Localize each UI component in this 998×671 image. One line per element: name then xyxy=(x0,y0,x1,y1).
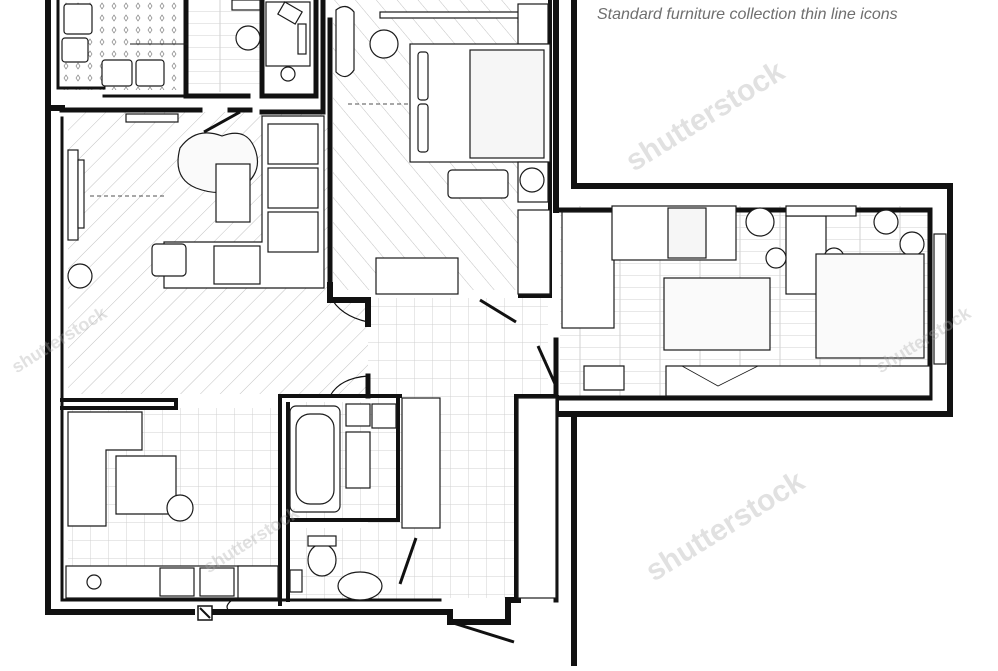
kids-room-wall xyxy=(183,0,319,99)
door-study xyxy=(536,345,558,387)
mat-icon xyxy=(231,0,261,11)
drawer-icon xyxy=(297,23,307,55)
pillow-left-icon xyxy=(417,51,429,101)
toilet-icon xyxy=(307,543,337,577)
study-outer xyxy=(553,395,953,669)
living-right-wall xyxy=(327,282,371,327)
kids-room xyxy=(61,3,188,87)
wardrobe2-icon xyxy=(401,397,441,529)
study-window-icon xyxy=(933,233,947,365)
hall-floor xyxy=(68,302,368,394)
chair-icon xyxy=(235,25,261,51)
shelf-small-icon xyxy=(289,569,303,593)
tv-cabinet-icon xyxy=(67,149,79,241)
toilet-tank-icon xyxy=(307,535,337,547)
sofa-cushion2-icon xyxy=(267,167,319,209)
sofa-cushion1-icon xyxy=(267,123,319,165)
caption: Standard furniture collection thin line … xyxy=(597,6,898,23)
study-chair-left-icon xyxy=(765,247,787,269)
study-ottoman-icon xyxy=(583,365,625,391)
door-bath xyxy=(329,375,369,397)
bedroom-left-wall xyxy=(259,0,333,288)
stove-icon xyxy=(199,567,235,597)
study-plant2-icon xyxy=(899,231,925,257)
kitchen-top-wall xyxy=(60,398,178,410)
kids-armchair-icon xyxy=(101,59,133,87)
study-rug-icon xyxy=(663,277,771,351)
ceiling-lamp-icon xyxy=(125,113,179,123)
sink-icon xyxy=(337,571,383,601)
door-kitchen xyxy=(226,599,233,613)
bedside-lamp2-icon xyxy=(519,167,545,193)
towel-rack-icon xyxy=(371,403,397,429)
stool-icon xyxy=(369,29,399,59)
toilet-room xyxy=(289,535,383,601)
study-view-icon xyxy=(681,365,759,387)
kitchen xyxy=(65,411,279,599)
lamp-icon xyxy=(280,66,296,82)
living-room xyxy=(67,113,325,289)
bed-pillow-icon xyxy=(667,207,707,259)
corridor-right-wall xyxy=(514,394,558,602)
kids-bed-icon xyxy=(63,3,93,35)
shelf-icon xyxy=(785,205,857,217)
kids-chair-icon xyxy=(61,37,89,63)
laptop-icon xyxy=(277,1,303,25)
dining-stool-icon xyxy=(166,494,194,522)
nightstand-icon xyxy=(517,3,549,45)
slippers-rug-icon xyxy=(447,169,509,199)
sofa-cushion4-icon xyxy=(213,245,261,285)
study-lamp-icon xyxy=(873,209,899,235)
bathtub-inner-icon xyxy=(295,413,335,505)
tv-icon xyxy=(77,159,85,229)
shoe-rack-icon xyxy=(375,257,459,295)
wardrobe3-icon xyxy=(517,397,557,599)
study-plant-icon xyxy=(745,207,775,237)
doors xyxy=(203,110,558,644)
plant-icon xyxy=(67,263,93,289)
entry-marker xyxy=(197,605,213,621)
coffee-table-icon xyxy=(215,163,251,223)
bath-walls xyxy=(278,394,402,606)
door-entrance xyxy=(449,620,515,644)
vanity-icon xyxy=(335,5,355,78)
fridge-icon xyxy=(159,567,195,597)
kitchen-sofa-icon xyxy=(67,411,143,527)
master-bedroom xyxy=(335,3,551,295)
study-rug2-icon xyxy=(815,253,925,359)
entry-mark-diag xyxy=(199,607,211,619)
bathroom xyxy=(289,397,557,599)
washing-machine-icon xyxy=(345,403,371,427)
dresser-icon xyxy=(379,11,521,19)
sofa-cushion3-icon xyxy=(267,211,319,253)
door-bedroom xyxy=(329,295,369,323)
closet xyxy=(231,0,311,82)
outer-wall-left xyxy=(45,0,521,625)
wardrobe-icon xyxy=(517,209,551,295)
door-hall-top xyxy=(479,298,517,324)
kids-armchair2-icon xyxy=(135,59,165,87)
armchair-icon xyxy=(151,243,187,277)
study-room xyxy=(561,205,947,397)
door-living xyxy=(203,110,241,134)
bath-cabinet-icon xyxy=(345,431,371,489)
fan-icon xyxy=(86,574,102,590)
study-cabinet-icon xyxy=(665,365,931,397)
pillow-right-icon xyxy=(417,103,429,153)
door-toilet xyxy=(398,537,418,585)
kitchen-sink-icon xyxy=(237,565,279,599)
single-bed-icon xyxy=(561,211,615,329)
blanket-icon xyxy=(469,49,545,159)
